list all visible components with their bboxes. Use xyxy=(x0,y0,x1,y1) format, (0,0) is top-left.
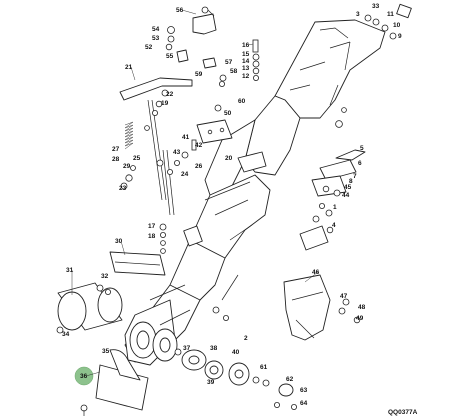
parts-19-22 xyxy=(144,100,163,131)
small-parts-23-26 xyxy=(156,159,173,175)
part-label-56: 56 xyxy=(176,7,184,14)
part-label-36: 36 xyxy=(80,373,88,380)
bracket-plate-30 xyxy=(109,251,166,276)
part-label-25: 25 xyxy=(133,155,141,162)
part-label-53: 53 xyxy=(152,35,160,42)
part-label-15: 15 xyxy=(242,51,250,58)
part-label-49: 49 xyxy=(356,315,364,322)
fastener-column-16-12 xyxy=(252,39,260,82)
part-label-42: 42 xyxy=(195,142,203,149)
lower-shield-36 xyxy=(80,349,149,416)
part-label-58: 58 xyxy=(230,68,238,75)
part-label-39: 39 xyxy=(207,379,215,386)
part-label-45: 45 xyxy=(344,184,352,191)
part-label-41: 41 xyxy=(182,134,190,141)
part-label-32: 32 xyxy=(101,273,109,280)
top-bracket-assembly xyxy=(165,6,217,63)
part-label-40: 40 xyxy=(232,349,240,356)
cover-46 xyxy=(283,274,361,341)
hub-bearings xyxy=(174,348,250,386)
part-label-48: 48 xyxy=(358,304,366,311)
leader-line-36 xyxy=(85,371,101,377)
link-rod-21 xyxy=(119,77,193,201)
part-label-61: 61 xyxy=(260,364,268,371)
part-label-16: 16 xyxy=(242,42,250,49)
shaft-2 xyxy=(212,274,239,321)
part-label-11: 11 xyxy=(387,11,394,18)
part-label-37: 37 xyxy=(183,345,191,352)
part-label-27: 27 xyxy=(112,146,120,153)
part-label-22: 22 xyxy=(166,91,174,98)
part-label-38: 38 xyxy=(210,345,218,352)
part-label-34: 34 xyxy=(62,331,70,338)
parts-57-60 xyxy=(202,57,227,112)
cylinder-guard-31 xyxy=(56,282,123,334)
part-label-4: 4 xyxy=(332,222,336,229)
part-label-20: 20 xyxy=(225,155,233,162)
part-label-5: 5 xyxy=(360,145,364,152)
part-label-63: 63 xyxy=(300,387,308,394)
part-label-19: 19 xyxy=(161,100,169,107)
part-label-62: 62 xyxy=(286,376,294,383)
part-label-29: 29 xyxy=(123,163,131,170)
rod-25 xyxy=(162,149,175,216)
leader-line-30 xyxy=(120,240,126,256)
part-label-8: 8 xyxy=(349,178,353,185)
part-label-47: 47 xyxy=(340,293,348,300)
parts-41-43 xyxy=(173,139,197,166)
part-label-18: 18 xyxy=(148,233,156,240)
right-middle-parts xyxy=(322,185,341,234)
part-number-labels: 3356545352553161514131257585960212219502… xyxy=(62,3,402,407)
spring-assembly xyxy=(120,121,136,190)
part-label-33: 33 xyxy=(372,3,380,10)
fasteners-61-64 xyxy=(252,376,297,410)
bolts-17-18 xyxy=(159,223,167,254)
part-label-35: 35 xyxy=(102,348,110,355)
part-label-3: 3 xyxy=(356,11,360,18)
plate-50 xyxy=(196,119,233,144)
part-label-1: 1 xyxy=(333,204,337,211)
part-label-59: 59 xyxy=(195,71,203,78)
bracket-20 xyxy=(237,151,267,173)
part-label-50: 50 xyxy=(224,110,232,117)
right-brackets xyxy=(299,159,357,251)
part-label-28: 28 xyxy=(112,156,120,163)
drawing-code: QQ0377A xyxy=(388,409,418,416)
part-label-54: 54 xyxy=(152,26,160,33)
leader-line-21 xyxy=(130,66,136,81)
part-label-55: 55 xyxy=(166,53,174,60)
part-label-14: 14 xyxy=(242,58,250,65)
part-label-6: 6 xyxy=(358,160,362,167)
part-label-9: 9 xyxy=(398,33,402,40)
part-label-52: 52 xyxy=(145,44,153,51)
leader-line-46 xyxy=(304,271,319,283)
part-label-57: 57 xyxy=(225,59,233,66)
part-label-24: 24 xyxy=(181,171,189,178)
part-label-10: 10 xyxy=(393,22,401,29)
top-right-parts xyxy=(335,3,412,161)
part-label-23: 23 xyxy=(119,185,127,192)
part-label-46: 46 xyxy=(312,269,320,276)
part-label-26: 26 xyxy=(195,163,203,170)
part-label-7: 7 xyxy=(353,173,357,180)
main-housing xyxy=(124,19,386,366)
leader-line-56 xyxy=(181,9,197,15)
part-label-30: 30 xyxy=(115,238,123,245)
part-label-31: 31 xyxy=(66,267,74,274)
part-label-44: 44 xyxy=(342,192,350,199)
highlight-marker xyxy=(74,366,94,386)
part-label-43: 43 xyxy=(173,149,181,156)
part-label-12: 12 xyxy=(242,73,250,80)
leader-line-16 xyxy=(247,43,254,46)
part-label-13: 13 xyxy=(242,65,250,72)
part-label-60: 60 xyxy=(238,98,246,105)
part-label-2: 2 xyxy=(244,335,248,342)
part-label-64: 64 xyxy=(300,400,308,407)
part-label-21: 21 xyxy=(125,64,133,71)
part-label-17: 17 xyxy=(148,223,156,230)
